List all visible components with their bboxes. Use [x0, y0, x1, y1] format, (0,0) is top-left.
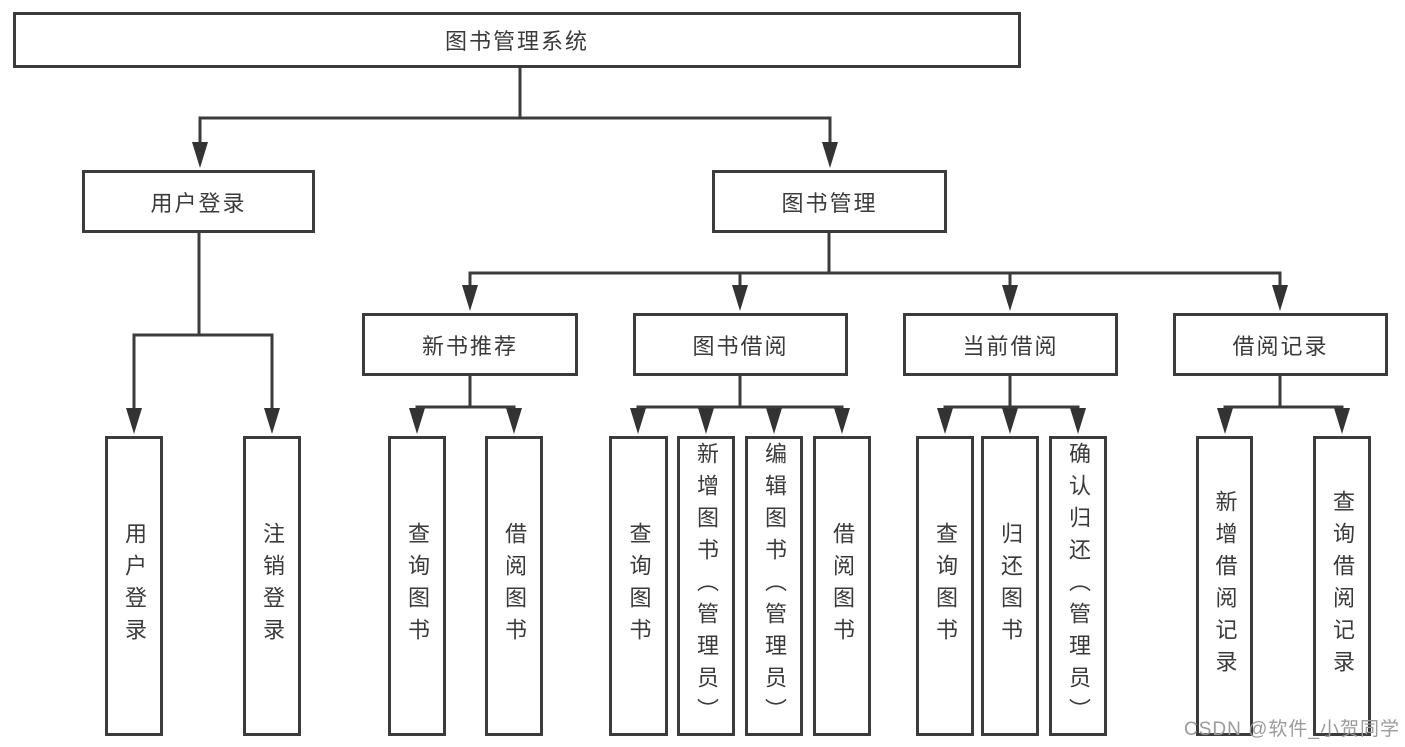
node-label: 用户登录	[150, 190, 247, 216]
arrow-down-icon	[834, 408, 850, 434]
connector-new-book-recommendation-to-leaves	[415, 374, 516, 425]
leaf-borrow-books-recommend: 借阅图书	[485, 436, 543, 736]
leaf-query-borrow-record: 查询借阅记录	[1313, 436, 1371, 736]
arrow-down-icon	[506, 408, 522, 434]
arrow-down-icon	[462, 285, 478, 311]
arrow-down-icon	[937, 408, 953, 434]
node-borrowing-records: 借阅记录	[1173, 313, 1388, 376]
node-label: 借阅图书	[502, 522, 527, 650]
leaf-confirm-return-admin: 确认归还（管理员）	[1049, 436, 1107, 736]
connector-book-management-to-level3	[468, 231, 1282, 302]
node-label: 借阅记录	[1232, 333, 1329, 359]
node-label: 用户登录	[122, 522, 147, 650]
arrow-down-icon	[1217, 408, 1233, 434]
arrow-down-icon	[1334, 408, 1350, 434]
node-label: 图书管理系统	[444, 29, 589, 54]
leaf-add-borrow-record: 新增借阅记录	[1196, 436, 1253, 736]
leaf-add-book-admin: 新增图书（管理员）	[677, 436, 735, 736]
node-label: 当前借阅	[962, 333, 1059, 359]
connector-root-to-level2	[198, 66, 832, 159]
node-new-book-recommendation: 新书推荐	[362, 313, 578, 376]
arrow-down-icon	[264, 408, 280, 434]
arrow-down-icon	[822, 142, 838, 168]
node-label: 新增图书（管理员）	[694, 442, 719, 730]
node-label: 查询图书	[626, 522, 652, 650]
node-label: 新增借阅记录	[1212, 490, 1238, 682]
leaf-borrow-books-borrowing: 借阅图书	[813, 436, 871, 736]
arrow-down-icon	[1070, 408, 1086, 434]
node-label: 图书借阅	[692, 333, 789, 359]
node-book-borrowing: 图书借阅	[633, 313, 848, 376]
arrow-down-icon	[1002, 285, 1018, 311]
arrow-down-icon	[126, 408, 142, 434]
node-user-login: 用户登录	[82, 170, 315, 233]
leaf-return-book: 归还图书	[981, 436, 1039, 736]
arrow-down-icon	[1272, 285, 1288, 311]
leaf-logout: 注销登录	[243, 436, 301, 736]
leaf-query-books-borrowing: 查询图书	[609, 436, 668, 736]
watermark: CSDN @软件_小贺同学	[1184, 719, 1400, 740]
arrow-down-icon	[1002, 408, 1018, 434]
node-label: 查询图书	[933, 522, 958, 650]
node-label: 图书管理	[781, 190, 878, 216]
arrow-down-icon	[409, 408, 425, 434]
node-label: 查询借阅记录	[1330, 490, 1355, 682]
connector-borrowing-records-to-leaves	[1223, 374, 1344, 425]
node-label: 借阅图书	[830, 522, 855, 650]
node-book-management-system: 图书管理系统	[13, 12, 1021, 68]
arrow-down-icon	[192, 142, 208, 168]
leaf-query-books-current: 查询图书	[916, 436, 974, 736]
node-label: 归还图书	[998, 522, 1023, 650]
node-label: 编辑图书（管理员）	[762, 442, 787, 730]
connector-book-borrowing-to-leaves	[636, 374, 844, 425]
leaf-edit-book-admin: 编辑图书（管理员）	[745, 436, 803, 736]
node-current-borrowing: 当前借阅	[903, 313, 1118, 376]
arrow-down-icon	[630, 408, 646, 434]
arrow-down-icon	[766, 408, 782, 434]
leaf-user-login: 用户登录	[105, 436, 163, 736]
arrow-down-icon	[698, 408, 714, 434]
node-book-management: 图书管理	[712, 170, 947, 233]
node-label: 新书推荐	[421, 333, 518, 359]
connector-user-login-to-leaves	[132, 231, 274, 425]
node-label: 查询图书	[405, 522, 430, 650]
node-label: 注销登录	[260, 522, 285, 650]
arrow-down-icon	[732, 285, 748, 311]
arrowheads	[126, 142, 1350, 434]
node-label: 确认归还（管理员）	[1066, 442, 1091, 730]
leaf-query-books-recommend: 查询图书	[388, 436, 446, 736]
